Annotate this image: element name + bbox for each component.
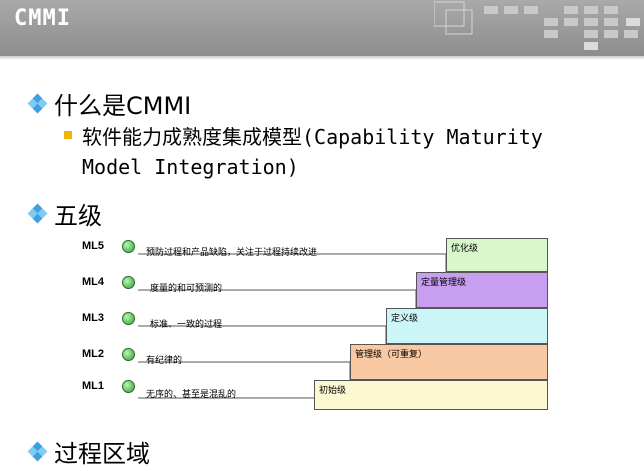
level-box: 优化级 [446, 238, 548, 272]
sub-bullet-text: 软件能力成熟度集成模型(Capability Maturity Model In… [82, 122, 642, 182]
level-code: ML1 [82, 380, 104, 392]
level-box: 初始级 [314, 380, 548, 410]
header-shadow [0, 56, 644, 60]
section-five-levels: 五级 [27, 196, 102, 231]
level-description: 度量的和可预测的 [150, 283, 223, 293]
diamond-bullet-icon [27, 93, 48, 114]
level-description: 有纪律的 [146, 355, 183, 365]
level-dot-icon [122, 312, 135, 325]
level-box: 管理级（可重复） [350, 344, 548, 380]
level-dot-icon [122, 380, 135, 393]
header-decoration [434, 1, 640, 50]
level-box: 定义级 [386, 308, 548, 344]
slide-title: CMMI [14, 6, 71, 31]
level-code: ML4 [82, 276, 104, 288]
section-process-areas: 过程区域 [27, 434, 150, 469]
maturity-levels-diagram: ML5 预防过程和产品缺陷，关注于过程持续改进 优化级 ML4 度量的和可预测的… [80, 232, 560, 412]
level-dot-icon [122, 276, 135, 289]
level-description: 标准、一致的过程 [150, 319, 223, 329]
level-description: 预防过程和产品缺陷，关注于过程持续改进 [146, 247, 318, 257]
section-heading: 过程区域 [54, 440, 150, 468]
level-code: ML5 [82, 240, 104, 252]
level-code: ML2 [82, 348, 104, 360]
slide-header: CMMI [0, 0, 644, 56]
level-description: 无序的、甚至是混乱的 [146, 389, 237, 399]
diamond-bullet-icon [27, 203, 48, 224]
square-bullet-icon [64, 131, 72, 139]
section-heading: 五级 [54, 202, 102, 230]
section-heading: 什么是CMMI [54, 92, 192, 120]
section-what-is-cmmi: 什么是CMMI [27, 86, 192, 121]
level-code: ML3 [82, 312, 104, 324]
level-dot-icon [122, 348, 135, 361]
sub-line-2: Model Integration) [82, 155, 299, 179]
sub-line-1: 软件能力成熟度集成模型(Capability Maturity [82, 125, 543, 149]
level-dot-icon [122, 240, 135, 253]
diamond-bullet-icon [27, 441, 48, 462]
level-box: 定量管理级 [416, 272, 548, 308]
